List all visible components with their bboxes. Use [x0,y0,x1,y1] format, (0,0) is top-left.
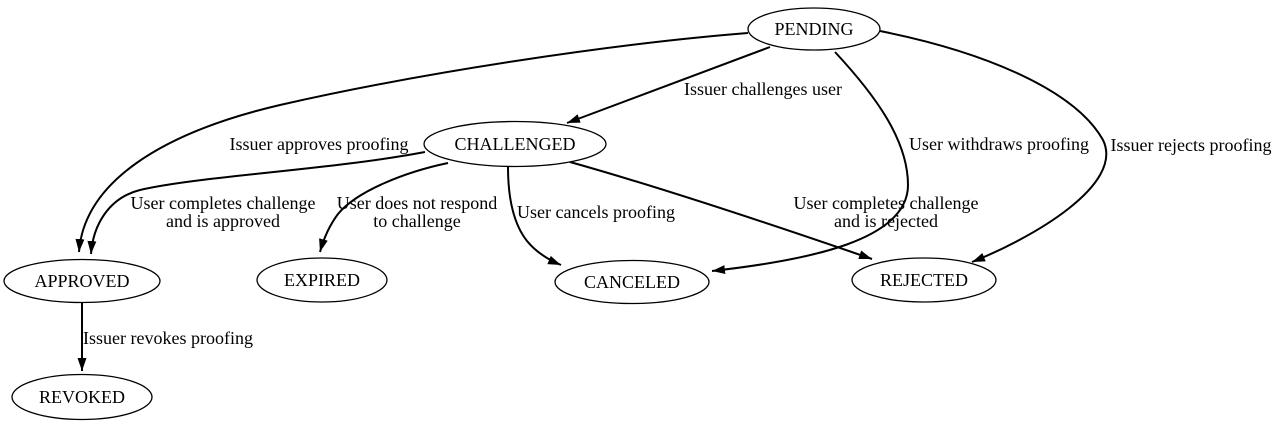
nodes-layer: PENDING CHALLENGED APPROVED EXPIRED CANCELED… [3,7,997,421]
edge-pending-challenged: Issuer challenges user [566,46,842,124]
state-node-rejected-ellipse [851,257,997,303]
edge-challenged-expired-label-line2: to challenge [373,211,460,231]
state-node-rejected-label: REJECTED [880,270,968,290]
edge-challenged-rejected-label-line2: and is rejected [834,211,938,231]
state-node-revoked-ellipse [11,373,153,421]
state-node-challenged: CHALLENGED [423,120,607,168]
state-node-canceled-label: CANCELED [584,272,680,292]
state-node-pending: PENDING [747,7,881,51]
state-node-challenged-label: CHALLENGED [455,134,576,154]
edge-challenged-expired-label-line1: User does not respond [337,193,497,213]
edge-challenged-approved-label-line1: User completes challenge [131,193,316,213]
edge-challenged-canceled-line [507,166,562,266]
edge-challenged-canceled: User cancels proofing [507,166,675,266]
state-node-expired-label: EXPIRED [284,270,360,290]
state-node-rejected: REJECTED [851,257,997,303]
edge-approved-revoked: Issuer revokes proofing [77,303,253,371]
state-node-canceled-ellipse [554,259,710,305]
edge-challenged-rejected-line [569,161,873,260]
edge-challenged-expired-line [319,162,449,253]
edge-challenged-approved-line [87,151,426,255]
edge-challenged-canceled-label: User cancels proofing [517,202,675,222]
state-node-pending-label: PENDING [775,19,854,39]
edge-pending-approved: Issuer approves proofing [75,32,749,253]
edge-pending-canceled: User withdraws proofing [711,51,1089,275]
edge-pending-challenged-label: Issuer challenges user [684,79,842,99]
edge-pending-canceled-line [711,51,910,275]
edge-pending-challenged-line [566,46,771,124]
state-node-approved-ellipse [3,258,161,304]
edge-pending-canceled-label: User withdraws proofing [909,134,1089,154]
edge-approved-revoked-label: Issuer revokes proofing [83,328,253,348]
state-node-pending-ellipse [747,7,881,51]
state-node-revoked-label: REVOKED [39,387,125,407]
edge-pending-rejected-line [879,30,1108,263]
edge-challenged-rejected-label-line1: User completes challenge [794,193,979,213]
state-node-challenged-ellipse [423,120,607,168]
state-node-expired-ellipse [256,257,388,303]
edge-pending-approved-line [75,32,749,253]
edge-challenged-approved-label-line2: and is approved [166,211,280,231]
edge-pending-rejected-label: Issuer rejects proofing [1111,135,1272,155]
state-node-canceled: CANCELED [554,259,710,305]
state-node-approved-label: APPROVED [34,271,129,291]
state-node-revoked: REVOKED [11,373,153,421]
edge-pending-rejected: Issuer rejects proofing [879,30,1272,263]
edge-pending-approved-label: Issuer approves proofing [230,134,409,154]
state-node-expired: EXPIRED [256,257,388,303]
state-node-approved: APPROVED [3,258,161,304]
